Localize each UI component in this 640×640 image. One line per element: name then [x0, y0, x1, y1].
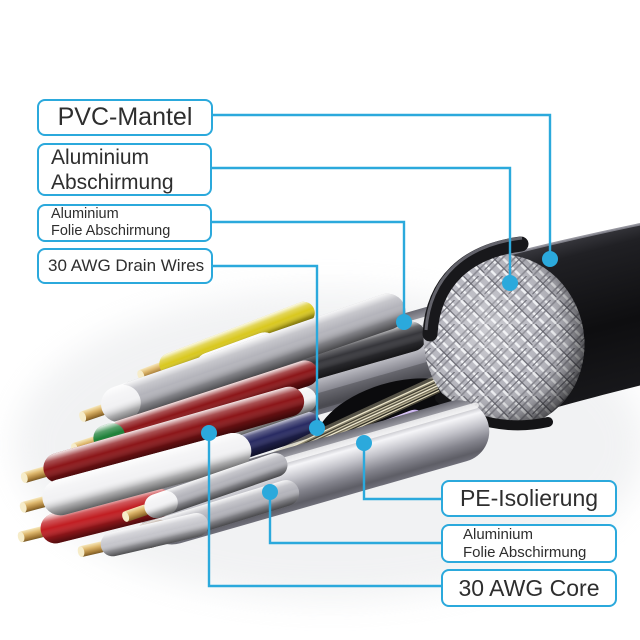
leader-line-core — [207, 433, 441, 588]
callout-aluminium-folie-left: Aluminium Folie Abschirmung — [37, 204, 212, 242]
callout-aluminium-folie-left-line2: Folie Abschirmung — [51, 223, 171, 239]
callout-aluminium-abschirmung-line1: Aluminium — [51, 145, 150, 169]
leader-line-pe — [362, 443, 441, 501]
gray-pair-bundle — [79, 293, 406, 423]
white-wire-3 — [122, 453, 288, 522]
shield-braid — [423, 254, 585, 428]
dot-braid — [502, 275, 518, 291]
dot-foil-right — [262, 484, 278, 500]
callout-drain-wires-label: 30 AWG Drain Wires — [48, 256, 205, 275]
callout-drain-wires: 30 AWG Drain Wires — [37, 248, 213, 284]
leader-line-pvc — [213, 113, 552, 259]
callout-aluminium-folie-right: Aluminium Folie Abschirmung — [441, 524, 617, 563]
dot-drain — [309, 420, 325, 436]
leader-line-foil-left — [212, 220, 406, 322]
callout-awg-core: 30 AWG Core — [441, 569, 617, 607]
callout-pe-isolierung-label: PE-Isolierung — [459, 485, 599, 511]
leader-lines — [207, 113, 552, 588]
leader-line-drain — [213, 264, 319, 428]
callout-aluminium-folie-right-line1: Aluminium — [463, 525, 534, 543]
leader-line-foil-right — [268, 492, 441, 545]
callout-pe-isolierung: PE-Isolierung — [441, 480, 617, 517]
callout-aluminium-abschirmung-line2: Abschirmung — [51, 170, 174, 194]
jacket-cut-rim — [422, 236, 529, 342]
callout-pvc-mantel-label: PVC-Mantel — [57, 103, 193, 131]
white-wire-2 — [19, 433, 252, 516]
callout-aluminium-folie-right-line2: Folie Abschirmung — [463, 543, 587, 561]
dark-red-wire — [20, 386, 305, 483]
silver-wire — [77, 512, 209, 557]
callout-dots — [201, 251, 558, 500]
dot-core — [201, 425, 217, 441]
jacket-cut-rim-highlight — [424, 236, 523, 331]
callout-aluminium-abschirmung: Aluminium Abschirmung — [37, 143, 212, 196]
dot-pvc — [542, 251, 558, 267]
red-wire — [17, 487, 173, 544]
callout-awg-core-label: 30 AWG Core — [458, 574, 600, 601]
leader-line-braid — [212, 166, 512, 283]
callout-aluminium-folie-left-line1: Aluminium — [51, 206, 119, 222]
dot-pe — [356, 435, 372, 451]
dot-foil-left — [396, 314, 412, 330]
callout-pvc-mantel: PVC-Mantel — [37, 99, 213, 136]
